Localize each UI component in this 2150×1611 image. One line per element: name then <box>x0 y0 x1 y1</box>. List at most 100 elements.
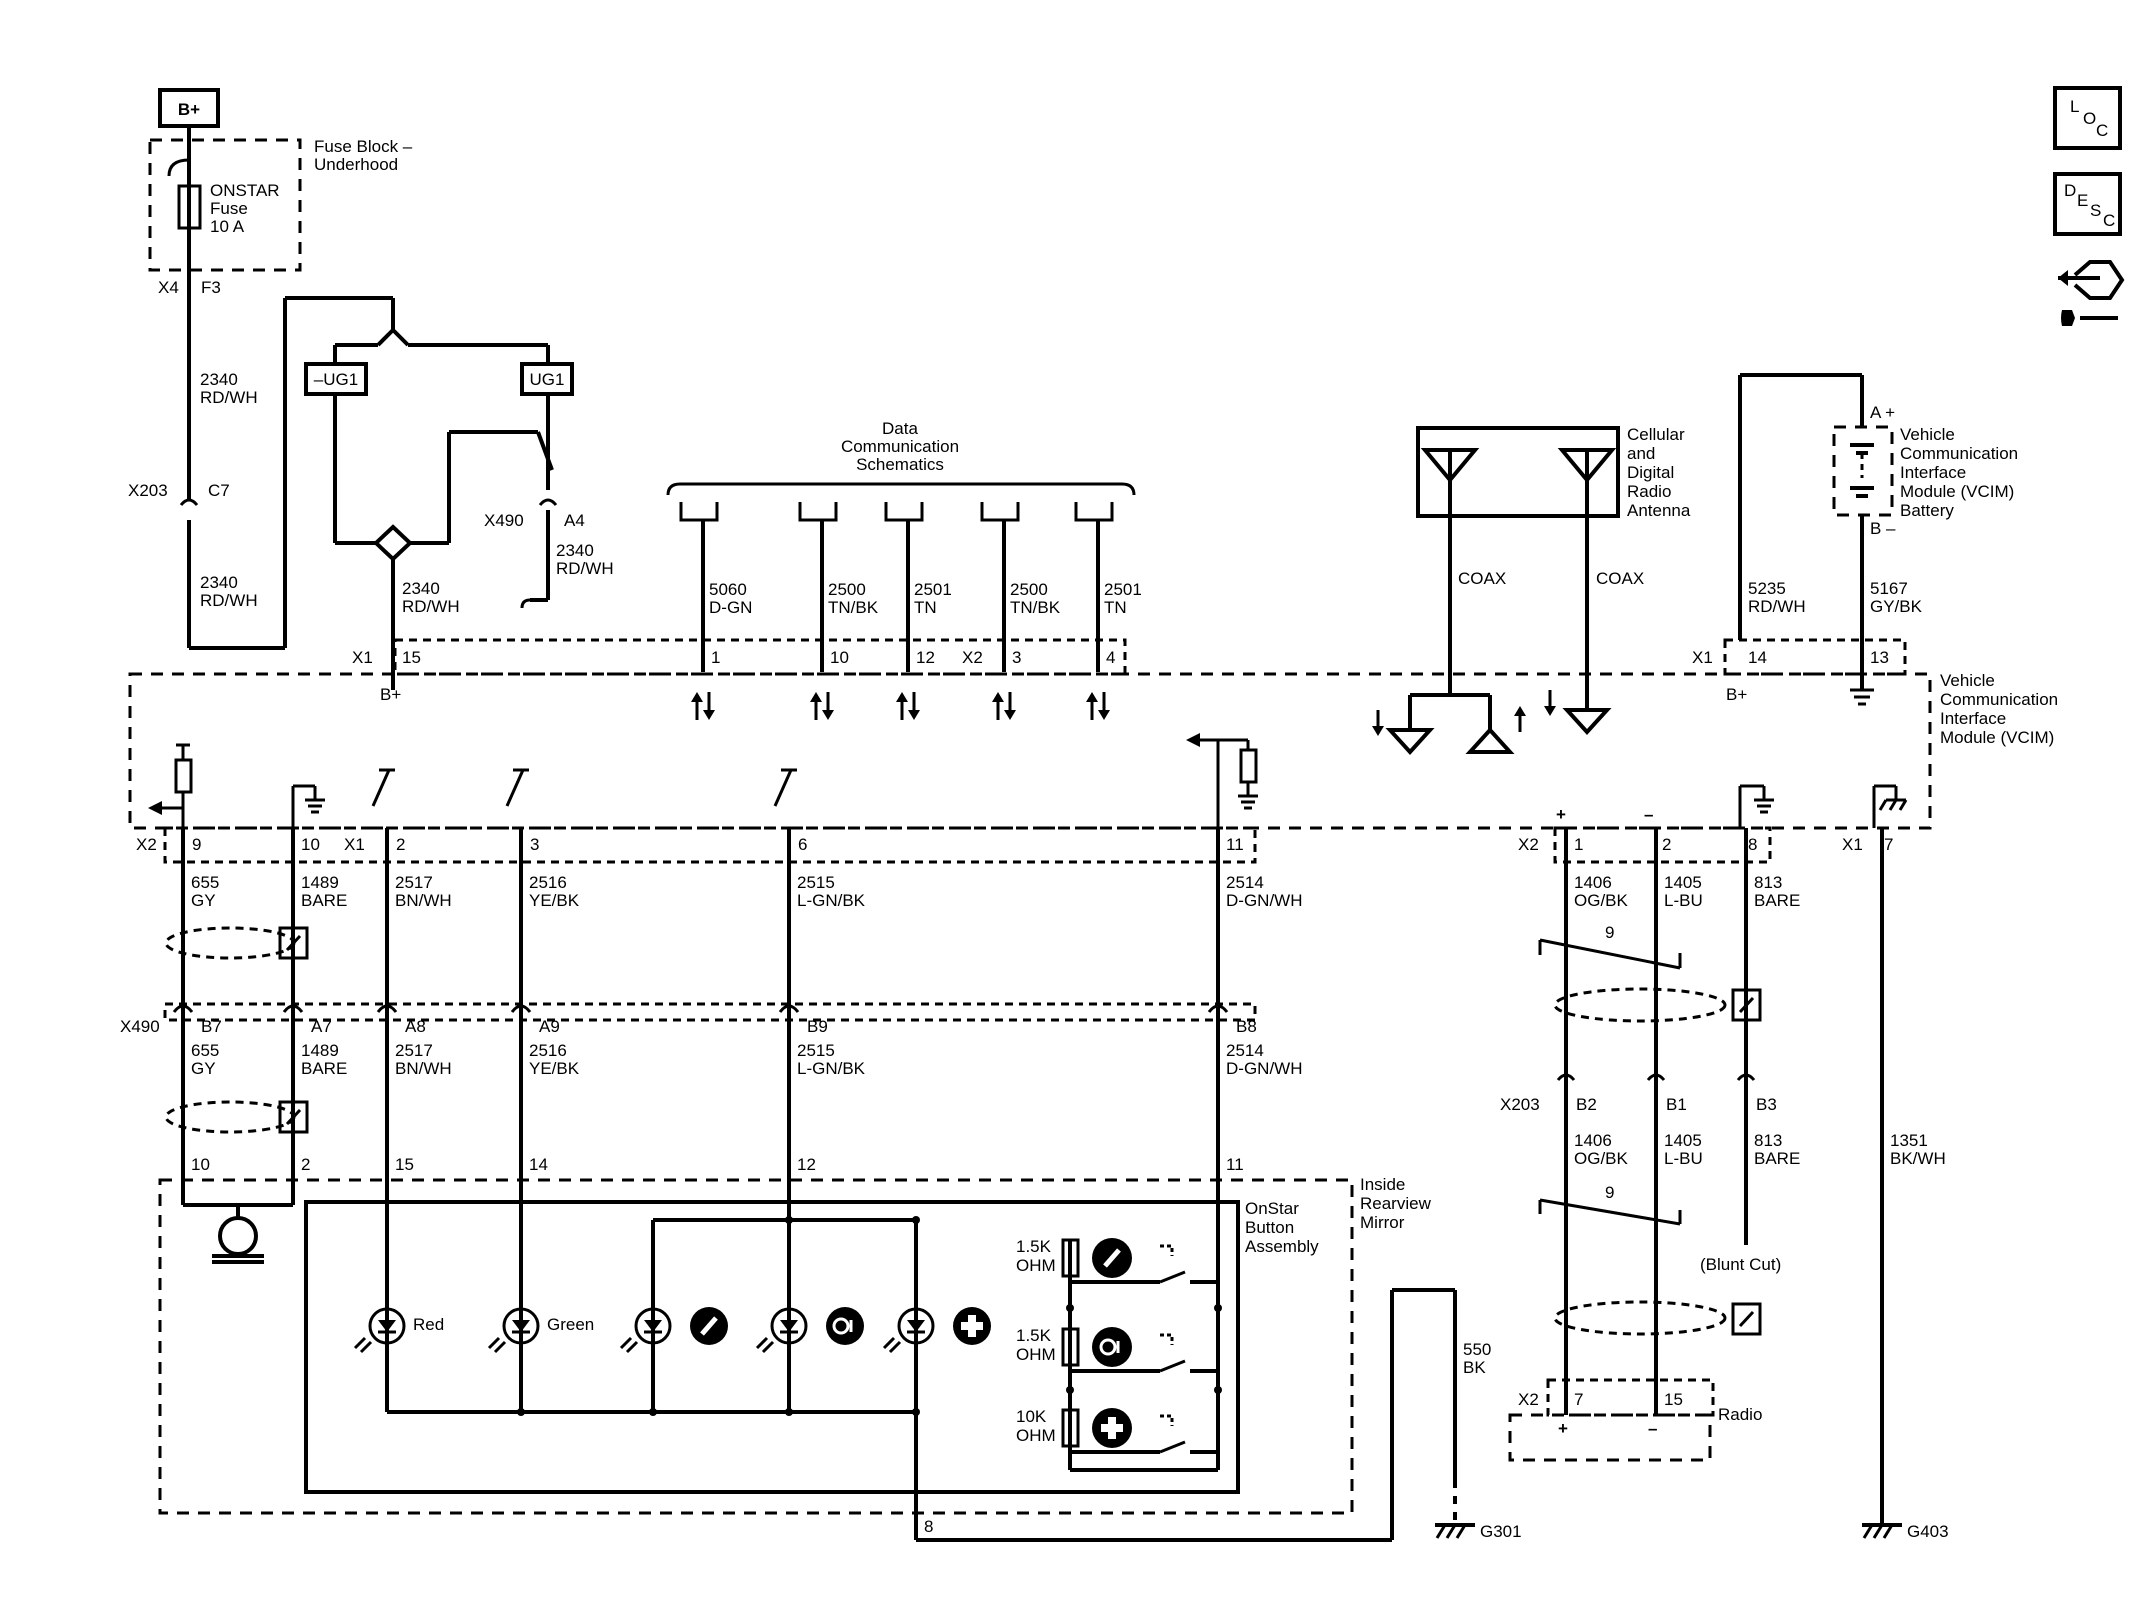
desc-icon[interactable]: D E S C <box>2053 172 2122 236</box>
switch-blade <box>505 769 525 807</box>
vcim-pin-3: 3 <box>530 835 539 854</box>
switch-blade <box>371 769 391 807</box>
mirror-pin: 11 <box>1226 1155 1244 1174</box>
battery-b-minus: B – <box>1870 519 1896 538</box>
vcim-plus-sign: + <box>1556 805 1566 824</box>
data-comm-wire-num: 2500 <box>828 580 866 599</box>
vcim-x1-bottom-right: X1 <box>1842 835 1863 854</box>
switch-actuator <box>1160 1414 1174 1426</box>
data-comm-pin: 1 <box>711 648 720 667</box>
inside-rearview-mirror: Inside Rearview Mirror <box>158 1175 1432 1515</box>
wire-2340-vcim-num: 2340 <box>402 579 440 598</box>
battery-label-5: Battery <box>1900 501 1954 520</box>
emergency-cross-shape <box>961 1315 983 1337</box>
vcim-pin-8: 8 <box>1748 835 1757 854</box>
vcim-minus-sign: – <box>1644 805 1653 824</box>
battery-a-plus: A + <box>1870 403 1895 422</box>
light-ray <box>353 1336 367 1350</box>
vcim-wire-color: L-GN/BK <box>797 891 866 910</box>
onstar-on-icon <box>826 1307 864 1345</box>
x490-pin: A7 <box>311 1017 332 1036</box>
wire-5235-num: 5235 <box>1748 579 1786 598</box>
vcim-pin-2: 2 <box>396 835 405 854</box>
desc-icon-letter-1: D <box>2064 181 2076 200</box>
resistor <box>1061 1408 1080 1448</box>
data-comm-wire-color: TN/BK <box>1010 598 1061 617</box>
x203-pin-b3: B3 <box>1756 1095 1777 1114</box>
light-ray <box>625 1340 639 1354</box>
x490-wire-color: BARE <box>301 1059 347 1078</box>
wire-1405-num: 1405 <box>1664 873 1702 892</box>
x490-wire-color: L-GN/BK <box>797 1059 866 1078</box>
wire-813-lower-num: 813 <box>1754 1131 1782 1150</box>
antenna-label-5: Antenna <box>1627 501 1691 520</box>
battery-label-2: Communication <box>1900 444 2018 463</box>
diode-icon <box>512 1320 530 1332</box>
vcim-wire-color: D-GN/WH <box>1226 891 1302 910</box>
desc-icon-letter-4: C <box>2103 211 2115 230</box>
connector-wrench-icon[interactable] <box>2058 260 2125 326</box>
wire-1351-color: BK/WH <box>1890 1149 1946 1168</box>
loc-icon[interactable]: L O C <box>2053 86 2122 150</box>
vcim-pin-2-right: 2 <box>1662 835 1671 854</box>
switch-actuator <box>1160 1244 1174 1256</box>
vcim-wire-num: 2514 <box>1226 873 1264 892</box>
vcim-pin-6: 6 <box>798 835 807 854</box>
vcim-x1-right: X1 <box>1692 648 1713 667</box>
resistor-unit: OHM <box>1016 1345 1056 1364</box>
light-ray <box>755 1336 769 1350</box>
diode-icon <box>907 1320 925 1332</box>
fuse-block-name-1: Fuse Block – <box>314 137 413 156</box>
vcim-pin-14: 14 <box>1748 648 1767 667</box>
fuse-connector: X4 <box>158 278 179 297</box>
wire-5167-color: GY/BK <box>1870 597 1923 616</box>
arrow-up-icon <box>810 692 822 702</box>
wire-550-num: 550 <box>1463 1340 1491 1359</box>
g403-label: G403 <box>1907 1522 1949 1541</box>
x490-pin: B7 <box>201 1017 222 1036</box>
vcim-pin-10: 10 <box>301 835 320 854</box>
g301-label: G301 <box>1480 1522 1522 1541</box>
data-comm-wire-color: TN/BK <box>828 598 879 617</box>
data-comm-connector <box>679 502 719 522</box>
arrow-up-icon <box>1086 692 1098 702</box>
wire-1406-lower-color: OG/BK <box>1574 1149 1629 1168</box>
x490-wire-color: GY <box>191 1059 216 1078</box>
desc-icon-letter-2: E <box>2077 191 2088 210</box>
radio-minus: – <box>1648 1419 1657 1438</box>
data-comm-connector <box>798 502 838 522</box>
mirror-pin: 15 <box>395 1155 414 1174</box>
x490-connector-top: X490 <box>484 511 524 530</box>
data-comm-connector <box>1074 502 1114 522</box>
vcim-wire-num: 2516 <box>529 873 567 892</box>
x203-right-connector: X203 <box>1500 1095 1540 1114</box>
data-comm-connector <box>884 502 924 522</box>
ug1-label: UG1 <box>530 370 565 389</box>
arrow-down-icon <box>822 710 834 720</box>
x490-terminal <box>778 1004 800 1013</box>
vcim-pin-7: 7 <box>1884 835 1893 854</box>
x490-terminal <box>172 1004 194 1013</box>
vcim-wire-num: 2515 <box>797 873 835 892</box>
arrow-down-icon <box>1004 710 1016 720</box>
green-led <box>502 1307 540 1345</box>
red-led <box>368 1307 406 1345</box>
light-ray <box>619 1336 633 1350</box>
data-communication-group: Data Communication Schematics 5060D-GN12… <box>666 419 1142 720</box>
x490-terminal <box>510 1004 532 1013</box>
radio-x2: X2 <box>1518 1390 1539 1409</box>
button-assy-label-1: OnStar <box>1245 1199 1299 1218</box>
resistor-value: 1.5K <box>1016 1237 1052 1256</box>
mirror-pin: 12 <box>797 1155 816 1174</box>
data-comm-wire-num: 2500 <box>1010 580 1048 599</box>
x203-pin-b1: B1 <box>1666 1095 1687 1114</box>
microphone-icon <box>218 1216 258 1256</box>
vcim-wire-num: 1489 <box>301 873 339 892</box>
blunt-cut-label: (Blunt Cut) <box>1700 1255 1781 1274</box>
wire-2340-x490-num: 2340 <box>556 541 594 560</box>
mirror-pin: 2 <box>301 1155 310 1174</box>
radio-module: X2 7 15 Radio + – <box>1508 1378 1762 1462</box>
wire-2340-vcim-color: RD/WH <box>402 597 460 616</box>
button-assy-label-3: Assembly <box>1245 1237 1319 1256</box>
